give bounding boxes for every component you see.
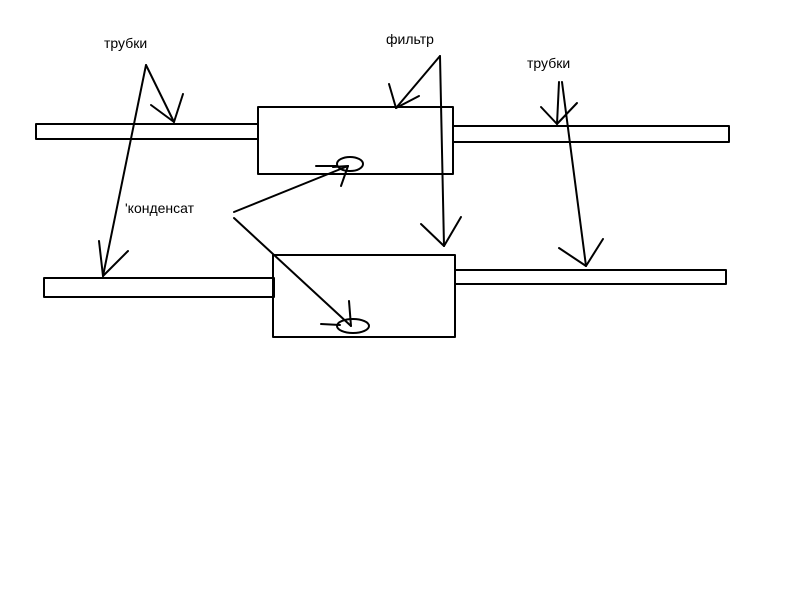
tubes-right-label: трубки	[527, 55, 571, 71]
bottom-drain-stub	[320, 323, 341, 326]
top-condensate-drain	[336, 156, 364, 172]
filter-arrows	[388, 55, 462, 247]
condensate-arrows	[233, 165, 352, 327]
bottom-condensate-drain	[336, 318, 370, 334]
top-filter-body	[257, 106, 454, 175]
tubes-left-arrows	[98, 64, 184, 277]
tubes-right-arrows	[540, 81, 604, 267]
tubes-left-label: трубки	[104, 35, 148, 51]
condensate-label: 'конденсат	[125, 200, 195, 216]
bottom-filter-body	[272, 254, 456, 338]
top-left-tube	[35, 123, 259, 140]
bottom-right-tube	[454, 269, 727, 285]
filter-label: фильтр	[386, 31, 434, 47]
bottom-left-tube	[43, 277, 275, 298]
top-right-tube	[452, 125, 730, 143]
